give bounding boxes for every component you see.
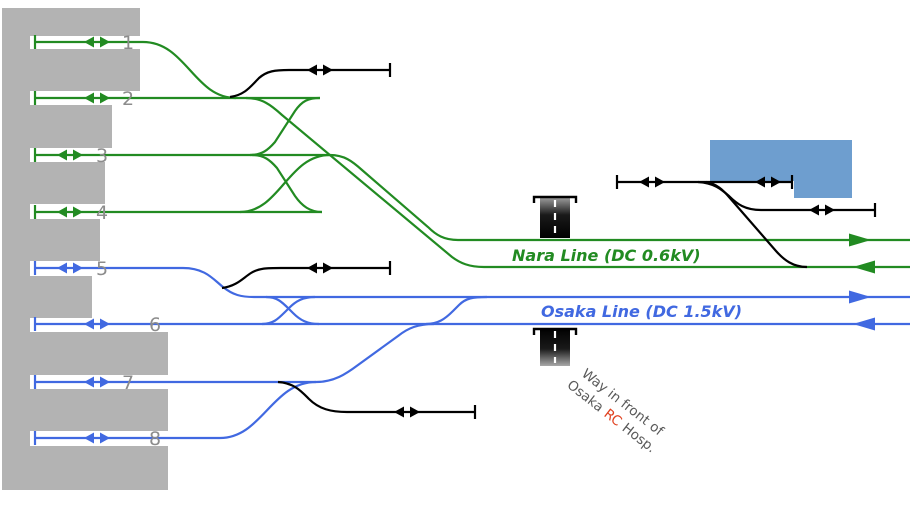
street-annotation: Way in front of OsakaRCHosp. [564,366,668,457]
platform-label: 3 [96,145,108,167]
arrow-right-icon [849,290,871,304]
road-end-cap [532,327,578,335]
arrow-right-icon [849,233,871,247]
crossover-3-to-4 [251,153,323,214]
arrow-left-icon [853,317,875,331]
building-footprint [710,140,852,198]
crossover-6-to-upper [261,295,316,326]
track-8-merge [35,380,317,440]
platform-label: 8 [149,428,161,450]
platform-label: 2 [122,88,134,110]
top-siding [229,68,390,99]
platform-label: 7 [122,372,134,394]
platform-label: 5 [96,258,108,280]
crossover-5-to-6 [265,295,320,326]
arrow-left-icon [853,260,875,274]
level-crossing-icon [532,195,578,238]
osaka-line-label: Osaka Line (DC 1.5kV) [541,302,742,321]
crossover-3-to-2 [249,96,321,157]
platform-label: 4 [96,202,108,224]
track-2-main-descent [245,96,910,269]
mainline-direction-arrows [849,233,875,331]
platform-1-track [35,40,237,100]
nara-line-tracks [35,40,910,269]
middle-siding [221,266,390,290]
track-4-merge [239,153,331,214]
depot-connector-diagonal [705,180,808,269]
riser-lower-to-upper [425,295,488,326]
road-end-cap [532,195,578,203]
level-crossing-icon [532,327,578,366]
station-platform-building [2,8,168,490]
platform-label: 6 [149,314,161,336]
platform-number-labels: 1 2 3 4 5 6 7 8 [96,32,161,450]
nara-line-label: Nara Line (DC 0.6kV) [512,246,701,265]
platform-label: 1 [122,32,134,54]
track-7-ascent [315,322,435,384]
bottom-siding [277,380,475,414]
track-3-main-descent [35,153,910,242]
osaka-line-tracks [35,266,910,440]
